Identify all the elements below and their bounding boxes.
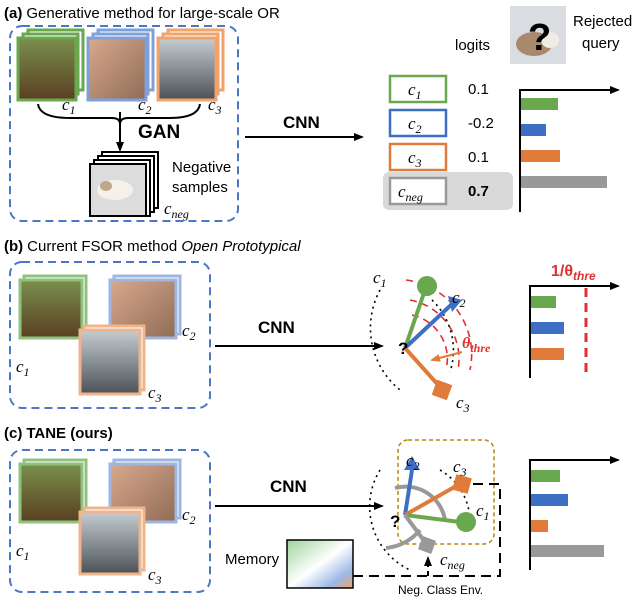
neg-env-label: Neg. Class Env.	[398, 583, 483, 597]
memory-feedback-line	[353, 483, 501, 577]
merge-line-left	[37, 103, 121, 125]
panel-b-label-c2: c2	[182, 321, 196, 343]
panel-c-bar-c1	[531, 470, 560, 482]
logit-box-4	[388, 176, 448, 206]
panel-a-input-box	[9, 25, 239, 222]
panel-a-stack-c3	[156, 28, 225, 102]
panel-a-cnn-label: CNN	[283, 113, 320, 132]
merge-line-right	[119, 103, 201, 125]
panel-c-stack-c1	[18, 458, 88, 524]
logit-value-3: 0.1	[468, 149, 489, 166]
panel-b-query-icon: ?	[398, 339, 408, 358]
panel-a-bar-c1	[521, 98, 558, 110]
panel-a-label-cneg: cneg	[164, 199, 189, 221]
negative-sample-stack	[89, 151, 159, 217]
logit-class-label-2: c2	[408, 114, 422, 136]
panel-b-proto-c3: c3	[456, 393, 470, 415]
logit-value-2: -0.2	[468, 115, 494, 132]
logit-box-3	[388, 142, 448, 172]
logit-value-1: 0.1	[468, 81, 489, 98]
negative-label-1: Negative	[172, 159, 231, 176]
panel-c-title: (c)TANE (ours)	[4, 425, 113, 442]
panel-c-bar-c2	[531, 494, 568, 506]
panel-b-proto-c2: c2	[452, 288, 466, 310]
memory-label: Memory	[225, 551, 280, 568]
negative-label-2: samples	[172, 179, 228, 196]
panel-c-label-c1: c1	[16, 541, 30, 563]
panel-b-cnn-label: CNN	[258, 318, 295, 337]
panel-b-stack-c3	[78, 324, 146, 396]
panel-a-title-text: Generative method for large-scale OR	[26, 5, 280, 22]
panel-b-proto-c1: c1	[373, 268, 387, 290]
panel-c-label-c3: c3	[148, 565, 162, 587]
rejected-label-1: Rejected	[573, 13, 632, 30]
panel-a-stack-c2	[86, 28, 155, 102]
logit-class-label-3: c3	[408, 148, 422, 170]
panel-b-stack-c1	[18, 274, 88, 340]
panel-a-label-c1: c1	[62, 95, 76, 117]
panel-a-title: (a)Generative method for large-scale OR	[4, 5, 280, 22]
rejected-label-2: query	[582, 35, 620, 52]
inv-threshold-label: 1/θthre	[551, 263, 596, 283]
panel-c-stack-c3	[78, 506, 146, 576]
memory-bank	[286, 539, 354, 589]
panel-b-bar-c1	[531, 296, 556, 308]
panel-c-proto-c3: c3	[453, 457, 467, 479]
panel-c-class-region	[397, 439, 495, 545]
panel-b-label-c3: c3	[148, 383, 162, 405]
panel-a-label-c2: c2	[138, 95, 152, 117]
gan-label: GAN	[138, 122, 180, 143]
panel-a-stack-c1	[16, 28, 85, 102]
panel-b-tag: (b)	[4, 238, 23, 255]
panel-a-bar-c2	[521, 124, 546, 136]
panel-b-title: (b)Current FSOR method Open Prototypical	[4, 238, 301, 255]
logit-box-1	[388, 74, 448, 104]
logit-value-4: 0.7	[468, 183, 489, 200]
panel-a-label-c3: c3	[208, 95, 222, 117]
panel-c-proto-cneg: cneg	[440, 550, 465, 572]
logit-box-2	[388, 108, 448, 138]
panel-c-proto-c1: c1	[476, 501, 490, 523]
panel-b-prototype-diagram: ?	[369, 276, 473, 401]
logits-header: logits	[455, 37, 490, 54]
panel-c-bar-cneg	[531, 545, 604, 557]
panel-c-tag: (c)	[4, 425, 22, 442]
panel-c-proto-c2: c2	[406, 451, 420, 473]
panel-b-label-c1: c1	[16, 357, 30, 379]
logits-list: c1 0.1 c2 -0.2 c3 0.1 cneg 0.7	[383, 74, 513, 210]
panel-a-bar-c3	[521, 150, 560, 162]
logit-class-label-4: cneg	[398, 182, 423, 204]
threshold-label: θthre	[462, 335, 491, 355]
panel-c-bar-c3	[531, 520, 548, 532]
panel-a-tag: (a)	[4, 5, 22, 22]
panel-c-cnn-label: CNN	[270, 477, 307, 496]
panel-b-bar-c3	[531, 348, 564, 360]
panel-c-query-icon: ?	[390, 512, 400, 531]
panel-c-prototype-diagram: ?	[368, 456, 476, 571]
logit-class-label-1: c1	[408, 80, 422, 102]
panel-b-bar-c2	[531, 322, 564, 334]
question-mark-icon: ?	[528, 17, 551, 59]
panel-b-input-box	[9, 261, 211, 409]
rejected-query-image: ?	[510, 6, 566, 64]
panel-c-input-box	[9, 449, 211, 593]
panel-a-bar-cneg	[521, 176, 607, 188]
panel-c-label-c2: c2	[182, 505, 196, 527]
